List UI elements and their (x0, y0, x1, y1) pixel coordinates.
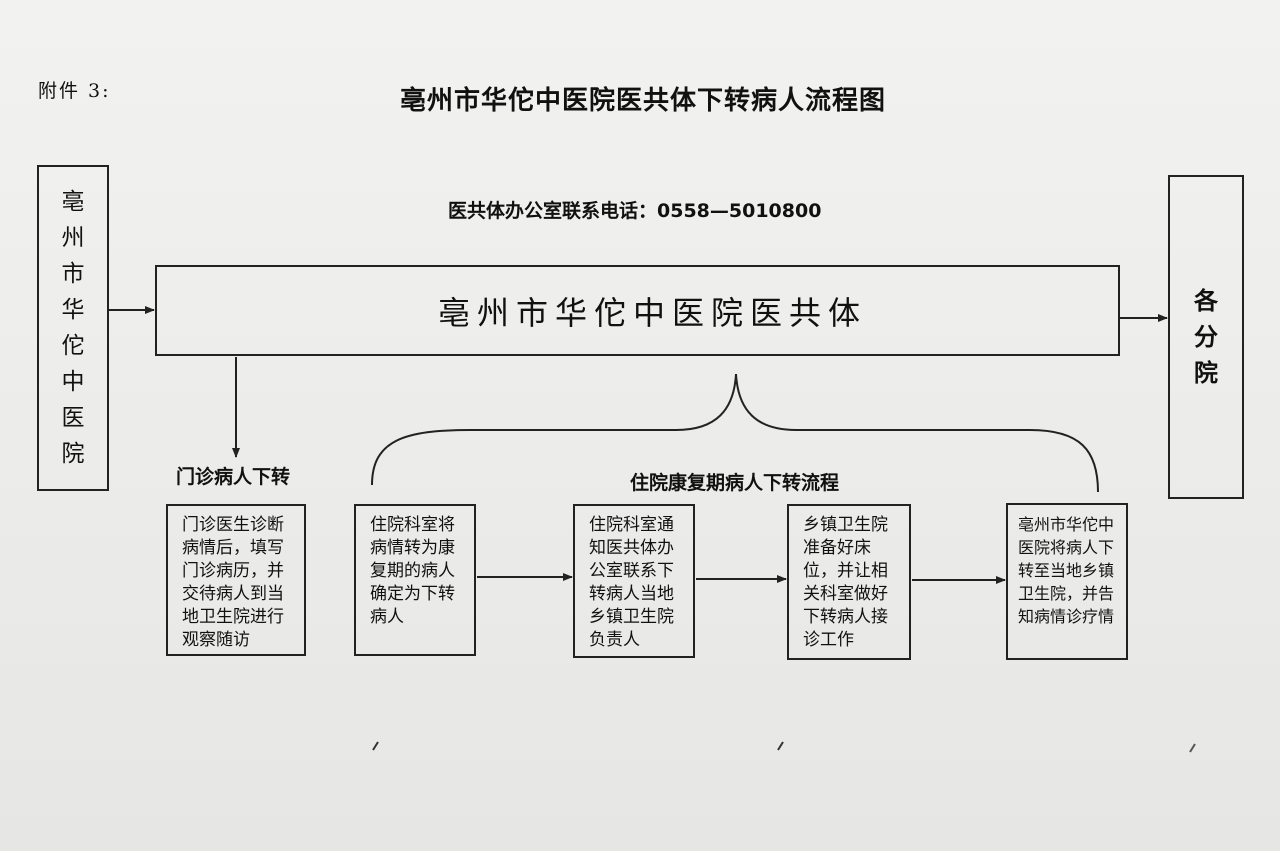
inpatient-step-2-box: 住院科室通知医共体办公室联系下转病人当地乡镇卫生院负责人 (573, 504, 695, 658)
hospital-box: 亳 州 市 华 佗 中 医 院 (37, 165, 109, 491)
scan-mark (372, 741, 379, 751)
hospital-char: 医 (61, 404, 85, 431)
branch-char: 院 (1194, 359, 1218, 387)
hospital-char: 院 (61, 440, 85, 467)
inpatient-step-4-box: 亳州市华佗中医院将病人下转至当地乡镇卫生院，并告知病情诊疗情 (1006, 503, 1128, 660)
inpatient-step-1-box: 住院科室将病情转为康复期的病人确定为下转病人 (354, 504, 476, 656)
branch-char: 分 (1194, 323, 1218, 351)
document-title: 亳州市华佗中医院医共体下转病人流程图 (400, 86, 887, 116)
scan-mark (1189, 743, 1196, 753)
medical-community-label: 亳州市华佗中医院医共体 (437, 293, 867, 332)
branch-char: 各 (1194, 287, 1218, 315)
medical-community-box: 亳州市华佗中医院医共体 (155, 265, 1120, 356)
outpatient-label: 门诊病人下转 (176, 466, 291, 488)
inpatient-step-3-box: 乡镇卫生院准备好床位，并让相关科室做好下转病人接诊工作 (787, 504, 911, 660)
inpatient-step-1-text: 住院科室将病情转为康复期的病人确定为下转病人 (370, 515, 455, 627)
hospital-char: 华 (61, 296, 85, 323)
inpatient-brace (371, 373, 1099, 493)
office-phone: 医共体办公室联系电话：0558—5010800 (448, 200, 822, 222)
outpatient-step-box: 门诊医生诊断病情后，填写门诊病历，并交待病人到当地卫生院进行观察随访 (166, 504, 306, 656)
hospital-char: 中 (61, 368, 85, 395)
hospital-char: 州 (61, 224, 85, 251)
inpatient-step-4-text: 亳州市华佗中医院将病人下转至当地乡镇卫生院，并告知病情诊疗情 (1018, 515, 1115, 626)
hospital-char: 亳 (61, 188, 85, 215)
branch-hospitals-box: 各 分 院 (1168, 175, 1244, 499)
hospital-char: 佗 (61, 332, 85, 359)
inpatient-label: 住院康复期病人下转流程 (630, 472, 840, 494)
inpatient-step-3-text: 乡镇卫生院准备好床位，并让相关科室做好下转病人接诊工作 (803, 515, 888, 650)
outpatient-step-text: 门诊医生诊断病情后，填写门诊病历，并交待病人到当地卫生院进行观察随访 (182, 515, 284, 650)
inpatient-step-2-text: 住院科室通知医共体办公室联系下转病人当地乡镇卫生院负责人 (589, 515, 674, 650)
scan-mark (777, 741, 784, 751)
hospital-char: 市 (61, 260, 85, 287)
annex-label: 附件 3: (38, 80, 111, 102)
